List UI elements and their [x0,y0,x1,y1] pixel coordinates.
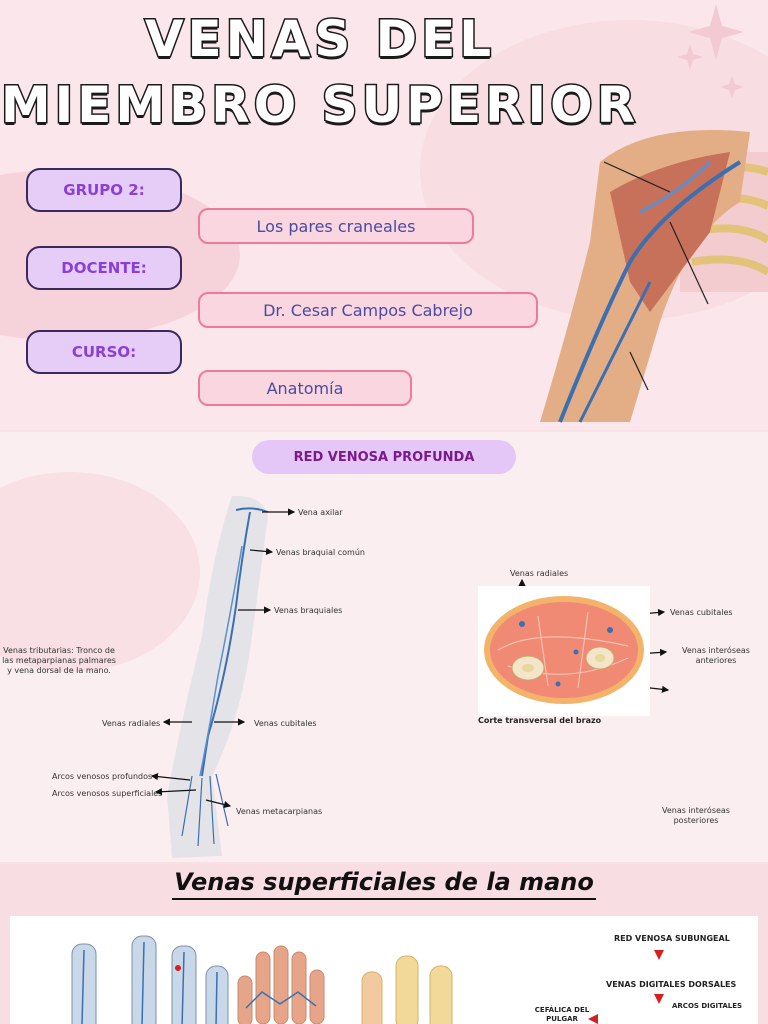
background-blob [0,472,200,672]
label-docente: DOCENTE: [26,246,182,290]
label-arcos-superficiales: Arcos venosos superficiales [52,789,163,798]
label-braquial-comun: Venas braquial común [276,548,365,557]
flow-label-digitales-dorsales: VENAS DIGITALES DORSALES [606,980,737,989]
value-curso: Anatomía [198,370,412,406]
label-tributarias: Venas tributarias: Tronco de las metapar… [2,646,116,675]
label-cubitales: Venas cubitales [254,719,317,728]
sparkle-icon [677,4,744,98]
flow-label-subungeal: RED VENOSA SUBUNGEAL [614,934,730,943]
flow-label-arcos-digitales: ARCOS DIGITALES [672,1002,743,1010]
value-docente: Dr. Cesar Campos Cabrejo [198,292,538,328]
cs-label-interoseas-posteriores: Venas interóseas posteriores [662,806,730,825]
section-title-superficial: Venas superficiales de la mano [172,868,596,900]
hand-illustrations-panel: RED VENOSA SUBUNGEAL VENAS DIGITALES DOR… [10,916,758,1024]
flow-arrow-icon [654,994,664,1004]
label-arcos-profundos: Arcos venosos profundos [52,772,153,781]
page-title-line2: MIEMBRO SUPERIOR [0,75,640,136]
cs-label-cubitales: Venas cubitales [670,608,733,617]
label-metacarpianas: Venas metacarpianas [236,807,323,816]
label-vena-axilar: Vena axilar [298,508,343,517]
section-title-deep: RED VENOSA PROFUNDA [252,440,516,474]
label-curso: CURSO: [26,330,182,374]
cross-section-illustration [478,586,650,716]
flow-arrow-icon [654,950,664,960]
flow-arrow-icon [588,1014,598,1024]
hand-veins-illustration [71,935,453,1024]
cs-label-interoseas-anteriores: Venas interóseas anteriores [682,646,750,665]
arm-illustration-top [540,130,768,423]
label-grupo: GRUPO 2: [26,168,182,212]
cross-section-caption: Corte transversal del brazo [478,716,602,725]
arm-illustration-deep [167,495,269,858]
value-grupo: Los pares craneales [198,208,474,244]
label-braquiales: Venas braquiales [274,606,343,615]
page-title-line1: VENAS DEL [143,9,496,70]
flow-label-cefalica: CEFÁLICA DEL PULGAR [534,1006,590,1023]
label-radiales: Venas radiales [102,719,161,728]
cs-label-radiales: Venas radiales [510,569,569,578]
